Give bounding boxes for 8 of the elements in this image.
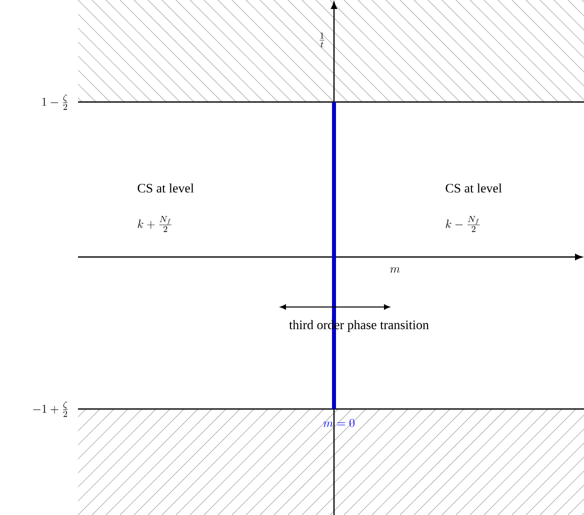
tick-label: $-1+\frac{\zeta}{2}$ xyxy=(33,401,68,417)
axis-label: $m$ xyxy=(390,267,400,273)
region-label: $k-\frac{N_f}{2}$ xyxy=(446,216,480,232)
region-label: $k+\frac{N_f}{2}$ xyxy=(138,216,172,232)
tick-label: $1-\frac{\zeta}{2}$ xyxy=(42,94,68,110)
axis-label: $\frac{1}{t}$ xyxy=(320,32,324,48)
region-label: CS at level xyxy=(446,183,502,193)
region-label: CS at level xyxy=(138,183,194,193)
